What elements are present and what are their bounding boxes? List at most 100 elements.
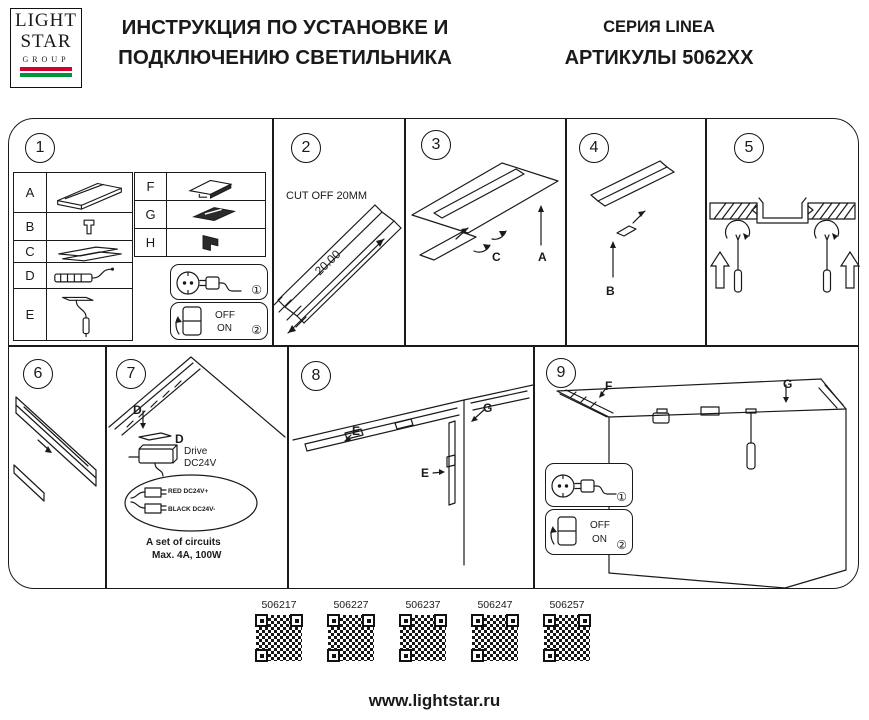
series-name: СЕРИЯ LINEA bbox=[603, 18, 715, 36]
step-badge-2: ② bbox=[616, 538, 627, 552]
label-a: A bbox=[538, 250, 547, 264]
label-e1: E bbox=[352, 424, 361, 438]
label-e2: E bbox=[421, 466, 430, 480]
part-letter-b: B bbox=[13, 212, 47, 241]
qr-item: 506217 bbox=[250, 599, 308, 662]
panel-2-number: 2 bbox=[291, 133, 321, 163]
panel-5-number: 5 bbox=[734, 133, 764, 163]
room-overview-diagram bbox=[556, 378, 847, 589]
qr-code-image bbox=[327, 614, 375, 662]
black-wire-label: BLACK DC24V- bbox=[168, 506, 216, 513]
switch-off-label: OFF bbox=[215, 310, 235, 321]
switch-off-label: OFF bbox=[590, 520, 610, 531]
divider-p8-p9 bbox=[533, 346, 535, 588]
step-badge-2: ② bbox=[251, 323, 262, 337]
article-code: 506237 bbox=[405, 599, 441, 611]
wall-switch-box: OFF ON ② bbox=[170, 302, 268, 340]
divider-p3-p4 bbox=[565, 119, 567, 345]
series-block: СЕРИЯ LINEA АРТИКУЛЫ 5062XX bbox=[540, 18, 778, 70]
label-c: C bbox=[492, 250, 501, 264]
qr-item: 506227 bbox=[322, 599, 380, 662]
cross-section-diagram bbox=[709, 197, 860, 293]
plug-socket-icon bbox=[176, 271, 242, 295]
part-letter-c: C bbox=[13, 240, 47, 263]
panel-3-number: 3 bbox=[421, 130, 451, 160]
parts-table-right: F G H bbox=[134, 172, 266, 257]
panel-6-number: 6 bbox=[23, 359, 53, 389]
clip-install-diagram bbox=[590, 160, 675, 278]
label-g-corner: G bbox=[483, 401, 493, 415]
article-numbers: АРТИКУЛЫ 5062XX bbox=[564, 47, 754, 69]
qr-code-image bbox=[471, 614, 519, 662]
page-title: ИНСТРУКЦИЯ ПО УСТАНОВКЕ И ПОДКЛЮЧЕНИЮ СВ… bbox=[96, 13, 474, 72]
label-f: F bbox=[605, 379, 613, 393]
qr-code-row: 506217 506227 506237 506247 506257 bbox=[250, 599, 596, 662]
power-plug-box: ① bbox=[170, 264, 268, 300]
step-badge-1: ① bbox=[616, 490, 627, 504]
step-badge-1: ① bbox=[251, 283, 262, 297]
row-divider bbox=[9, 345, 858, 347]
plug-socket-icon bbox=[551, 474, 617, 498]
article-code: 506247 bbox=[477, 599, 513, 611]
part-letter-f: F bbox=[134, 172, 167, 201]
label-d1: D bbox=[133, 403, 142, 417]
driver-label: Drive DC24V bbox=[184, 446, 217, 469]
corner-mount-diagram bbox=[292, 384, 533, 566]
part-letter-g: G bbox=[134, 200, 167, 229]
panel-1-number: 1 bbox=[25, 133, 55, 163]
label-b: B bbox=[606, 284, 615, 298]
panel-9-number: 9 bbox=[546, 358, 576, 388]
divider-p1-p2 bbox=[272, 119, 274, 345]
label-g-room: G bbox=[783, 377, 793, 391]
switch-on-label: ON bbox=[592, 534, 607, 545]
power-plug-box-9: ① bbox=[545, 463, 633, 507]
divider-p7-p8 bbox=[287, 346, 289, 588]
strip-in-track-diagram bbox=[13, 396, 97, 502]
part-f-icon bbox=[188, 179, 233, 199]
panel-4-number: 4 bbox=[579, 133, 609, 163]
part-b-icon bbox=[83, 219, 95, 234]
logo-star: STAR bbox=[20, 31, 72, 53]
parts-table-left: A B C bbox=[13, 172, 133, 341]
track-insert-diagram bbox=[411, 162, 559, 261]
cut-off-label: CUT OFF 20MM bbox=[286, 190, 368, 202]
website-url: www.lightstar.ru bbox=[368, 691, 501, 710]
switch-on-label: ON bbox=[217, 323, 232, 334]
diagram-frame bbox=[8, 118, 859, 589]
logo-light: LIGHT bbox=[15, 10, 77, 31]
qr-item: 506247 bbox=[466, 599, 524, 662]
logo-green-bar bbox=[20, 72, 72, 77]
panel-7-number: 7 bbox=[116, 359, 146, 389]
circuits-line-2: Max. 4A, 100W bbox=[152, 550, 222, 561]
qr-code-image bbox=[255, 614, 303, 662]
part-letter-e: E bbox=[13, 288, 47, 341]
part-letter-d: D bbox=[13, 262, 47, 289]
qr-code-image bbox=[399, 614, 447, 662]
track-cut-diagram bbox=[273, 204, 402, 334]
divider-p2-p3 bbox=[404, 119, 406, 345]
part-d-icon bbox=[54, 267, 115, 282]
divider-p6-p7 bbox=[105, 346, 107, 588]
article-code: 506257 bbox=[549, 599, 585, 611]
switch-icon bbox=[550, 516, 577, 546]
part-h-icon bbox=[202, 234, 219, 251]
panel-8-number: 8 bbox=[301, 361, 331, 391]
qr-code-image bbox=[543, 614, 591, 662]
part-letter-a: A bbox=[13, 172, 47, 213]
logo-red-bar bbox=[20, 66, 72, 71]
divider-p4-p5 bbox=[705, 119, 707, 345]
part-c-icon bbox=[58, 246, 122, 261]
article-code: 506217 bbox=[261, 599, 297, 611]
part-g-icon bbox=[192, 206, 237, 221]
lightstar-logo: LIGHT STAR GROUP bbox=[10, 8, 82, 88]
part-letter-h: H bbox=[134, 228, 167, 257]
part-a-icon bbox=[57, 182, 122, 210]
logo-group: GROUP bbox=[22, 54, 70, 64]
switch-icon bbox=[175, 306, 202, 336]
title-line-2: ПОДКЛЮЧЕНИЮ СВЕТИЛЬНИКА bbox=[118, 45, 452, 69]
driver-wiring-diagram bbox=[108, 356, 286, 532]
title-line-1: ИНСТРУКЦИЯ ПО УСТАНОВКЕ И bbox=[121, 16, 449, 39]
article-code: 506227 bbox=[333, 599, 369, 611]
qr-item: 506257 bbox=[538, 599, 596, 662]
